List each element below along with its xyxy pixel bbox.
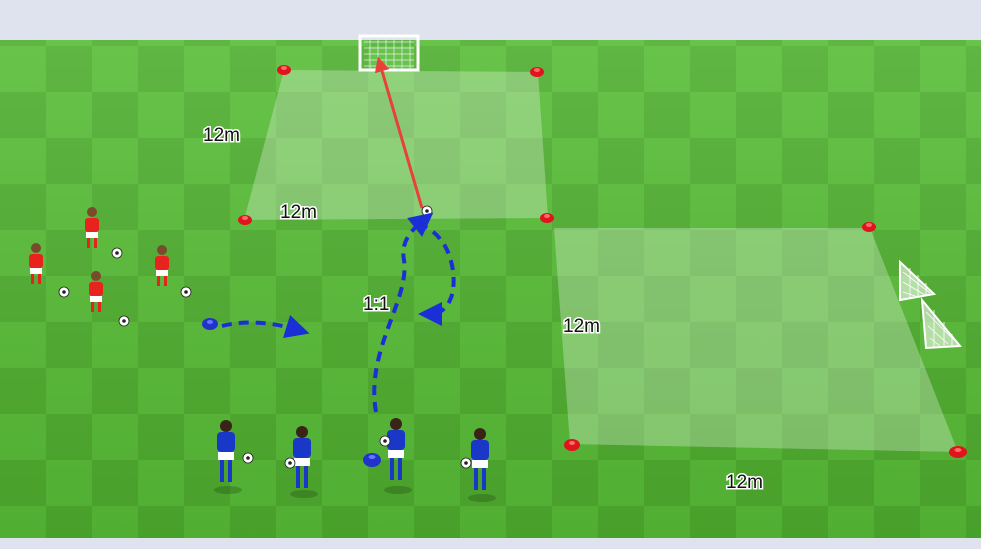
ball-icon: [284, 457, 296, 469]
right-zone-side-label: 12m: [563, 316, 600, 337]
blue-player: [468, 428, 496, 502]
defender-path: [417, 222, 456, 326]
right-zone-bottom-label: 12m: [726, 472, 763, 493]
ball-icon: [379, 435, 391, 447]
red-player: [85, 207, 99, 248]
mini-goal-icon: [899, 259, 937, 302]
cone-icon: [862, 222, 876, 232]
ball-icon: [111, 247, 123, 259]
cone-icon: [540, 213, 554, 223]
ball-icon: [118, 315, 130, 327]
blue-player: [384, 418, 412, 494]
center-label: 1:1: [363, 294, 389, 315]
mini-goal-icon: [920, 296, 963, 350]
blue-player: [214, 420, 242, 494]
ball-icon: [180, 286, 192, 298]
pitch: [0, 40, 981, 549]
cone-icon: [363, 453, 381, 467]
cone-icon: [530, 67, 544, 77]
dribble-path: [372, 212, 434, 413]
right-zone: [554, 228, 958, 452]
ball-icon: [58, 286, 70, 298]
ball-icon: [460, 457, 472, 469]
cone-icon: [202, 318, 218, 330]
ball-icon: [421, 205, 433, 217]
cone-icon: [564, 439, 580, 451]
cone-icon: [949, 446, 967, 458]
cone-icon: [277, 65, 291, 75]
ball-icon: [242, 452, 254, 464]
run-path: [221, 315, 310, 338]
top-zone-bottom-label: 12m: [280, 202, 317, 223]
red-player: [29, 243, 43, 284]
top-zone-side-label: 12m: [203, 125, 240, 146]
red-player: [89, 271, 103, 312]
shot-arrow: [374, 56, 424, 209]
cone-icon: [238, 215, 252, 225]
blue-player: [290, 426, 318, 498]
red-player: [155, 245, 169, 286]
top-zone: [244, 70, 548, 220]
